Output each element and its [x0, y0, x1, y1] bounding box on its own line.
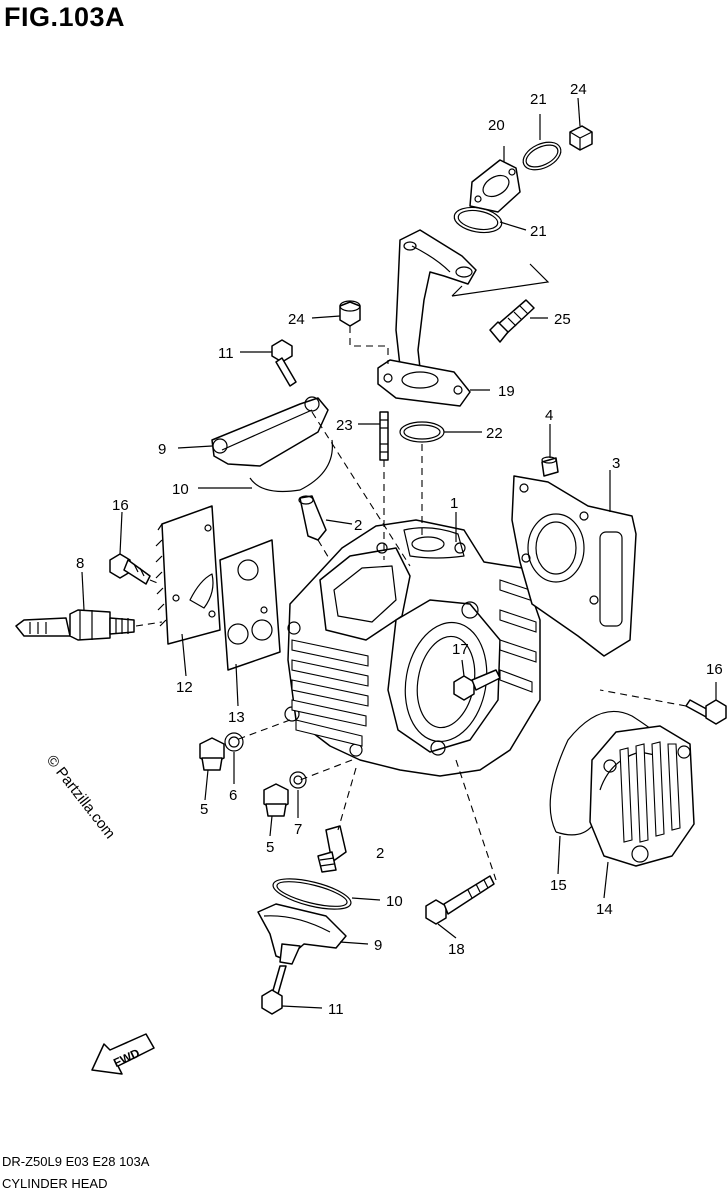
- callout-labels: 1 2 2 3 4 5 5 6 7 8 9 9 10 10 11 11 12 1…: [76, 81, 723, 1018]
- watermark-text: © Partzilla.com: [43, 752, 119, 842]
- valve-cap-part-9-upper: [211, 396, 329, 467]
- callout-1: 1: [450, 495, 458, 512]
- callout-24-upper: 24: [570, 81, 587, 98]
- callout-18: 18: [448, 941, 465, 958]
- washer-part-7: [289, 771, 307, 789]
- callout-13: 13: [228, 709, 245, 726]
- callout-2-upper: 2: [354, 517, 362, 534]
- callout-11-lower: 11: [328, 1001, 344, 1018]
- callout-5-upper: 5: [200, 801, 208, 818]
- o-ring-part-10-upper: [249, 439, 333, 493]
- callout-8: 8: [76, 555, 84, 572]
- callout-11-upper: 11: [218, 345, 234, 362]
- adjuster-part-2-lower: [317, 825, 347, 873]
- head-cover-part-14: [589, 725, 695, 867]
- bolt-part-16-right: [685, 699, 727, 725]
- callout-23: 23: [336, 417, 353, 434]
- bolt-part-11-lower: [261, 965, 287, 1015]
- o-ring-part-21-upper: [522, 141, 562, 171]
- figure-title: FIG.103A: [4, 2, 126, 32]
- callout-3: 3: [612, 455, 620, 472]
- callout-9-lower: 9: [374, 937, 382, 954]
- callout-16-left: 16: [112, 497, 129, 514]
- dowel-pin-part-4: [541, 456, 559, 477]
- callout-14: 14: [596, 901, 613, 918]
- footer-model-code: DR-Z50L9 E03 E28 103A: [2, 1154, 150, 1169]
- intake-holder-part-20: [469, 159, 521, 213]
- callout-15: 15: [550, 877, 567, 894]
- cap-bolt-part-5-upper: [199, 737, 225, 771]
- callout-5-lower: 5: [266, 839, 274, 856]
- callout-4: 4: [545, 407, 553, 424]
- stud-part-23: [379, 411, 389, 461]
- nut-part-24-upper: [569, 125, 593, 151]
- leader-lines: [81, 97, 717, 1009]
- callout-22: 22: [486, 425, 503, 442]
- valve-cap-part-9-lower: [257, 903, 347, 965]
- callout-25: 25: [554, 311, 571, 328]
- bolt-part-16-left: [109, 553, 151, 585]
- callout-17: 17: [452, 641, 469, 658]
- callout-10-lower: 10: [386, 893, 403, 910]
- o-ring-part-22: [399, 421, 445, 443]
- callout-20: 20: [488, 117, 505, 134]
- cylinder-gasket-part-3: [511, 475, 637, 657]
- cap-bolt-part-5-lower: [263, 783, 289, 817]
- o-ring-part-10-lower: [272, 878, 352, 910]
- callout-9-upper: 9: [158, 441, 166, 458]
- bolt-part-11-upper: [271, 339, 297, 387]
- bolt-part-25: [489, 299, 535, 343]
- callout-16-right: 16: [706, 661, 723, 678]
- callout-21-lower: 21: [530, 223, 547, 240]
- cooling-fins: [291, 579, 537, 747]
- gasket-part-13: [219, 539, 281, 671]
- callout-19: 19: [498, 383, 515, 400]
- callout-12: 12: [176, 679, 193, 696]
- washer-part-6: [224, 732, 244, 752]
- insulator-plate-part-12: [155, 505, 221, 645]
- callout-21-upper: 21: [530, 91, 547, 108]
- callout-7: 7: [294, 821, 302, 838]
- forward-arrow-icon: FWD: [91, 1033, 155, 1075]
- adjuster-part-2-upper: [298, 495, 327, 541]
- o-ring-part-21-lower: [453, 206, 503, 234]
- assembly-guide-lines: [135, 326, 687, 881]
- callout-24-lower: 24: [288, 311, 305, 328]
- intake-pipe-part-19: [377, 229, 477, 407]
- bolt-part-18: [425, 875, 495, 925]
- footer-section-name: CYLINDER HEAD: [2, 1176, 108, 1191]
- spark-plug-part-8: [15, 609, 135, 641]
- nut-part-24-lower: [339, 300, 361, 327]
- callout-10-upper: 10: [172, 481, 189, 498]
- callout-2-lower: 2: [376, 845, 384, 862]
- cylinder-head-part-1: [284, 519, 541, 777]
- callout-6: 6: [229, 787, 237, 804]
